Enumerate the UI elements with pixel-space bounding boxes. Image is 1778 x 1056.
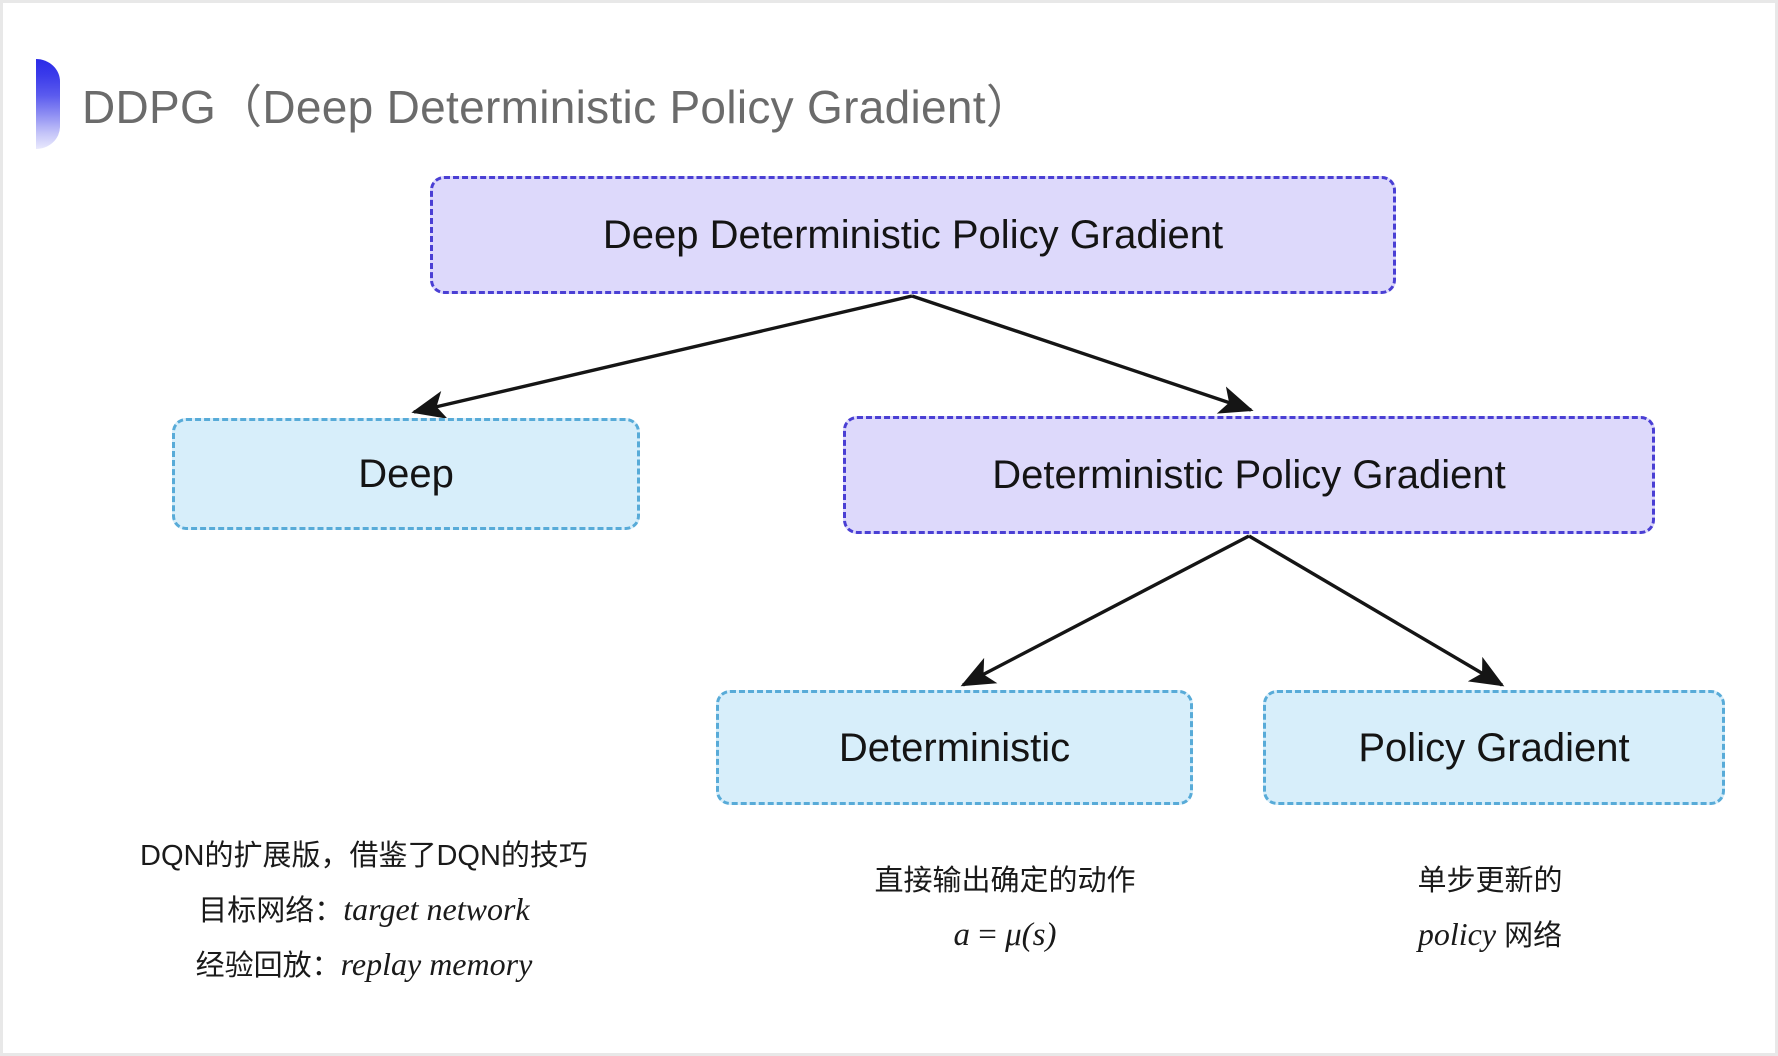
annotation-deterministic-line1: 直接输出确定的动作 bbox=[874, 865, 1136, 897]
annotation-deep-line2-label: 目标网络： bbox=[198, 894, 344, 927]
node-label: Policy Gradient bbox=[1358, 725, 1630, 770]
page-title-text: DDPG（Deep Deterministic Policy Gradient） bbox=[82, 81, 1033, 133]
node-label: Deterministic Policy Gradient bbox=[992, 453, 1506, 497]
edge-root-to-dpg bbox=[911, 294, 1254, 414]
annotation-deep-line3-term: replay memory bbox=[340, 945, 533, 982]
annotation-policy-gradient-tail: 网络 bbox=[1496, 919, 1563, 952]
edge-dpg-to-deterministic bbox=[960, 534, 1250, 687]
edge-root-to-deep bbox=[411, 294, 913, 419]
node-deep-deterministic-policy-gradient[interactable]: Deep Deterministic Policy Gradient bbox=[430, 176, 1396, 294]
node-deterministic[interactable]: Deterministic bbox=[716, 690, 1193, 805]
slide-border-left bbox=[0, 0, 3, 1056]
annotation-policy-gradient-term: policy bbox=[1417, 915, 1497, 952]
node-label: Deep bbox=[358, 452, 454, 496]
formula-lhs: a bbox=[953, 916, 970, 953]
annotation-policy-gradient: 单步更新的 policy 网络 bbox=[1395, 857, 1585, 962]
node-policy-gradient[interactable]: Policy Gradient bbox=[1263, 690, 1725, 805]
slide-border-bottom bbox=[0, 1053, 1778, 1056]
page-title: DDPG（Deep Deterministic Policy Gradient） bbox=[36, 58, 1032, 150]
node-label: Deep Deterministic Policy Gradient bbox=[602, 213, 1224, 257]
annotation-deep-line3: 经验回放：replay memory bbox=[140, 937, 588, 992]
edge-dpg-to-policy-gradient bbox=[1248, 534, 1505, 687]
slide-border-right bbox=[1775, 0, 1778, 1056]
annotation-deep-line2: 目标网络：target network bbox=[140, 882, 588, 937]
node-deep[interactable]: Deep bbox=[172, 418, 640, 530]
half-circle-gradient-icon bbox=[36, 59, 60, 149]
formula-operator: = bbox=[969, 916, 1006, 953]
annotation-deterministic: 直接输出确定的动作 a = μ(s) bbox=[840, 857, 1170, 964]
annotation-deterministic-formula: a = μ(s) bbox=[840, 907, 1170, 964]
annotation-deep-line2-term: target network bbox=[343, 890, 530, 927]
formula-rhs: μ(s) bbox=[1005, 916, 1057, 953]
annotation-policy-gradient-line1: 单步更新的 bbox=[1417, 865, 1563, 897]
slide-border-top bbox=[0, 0, 1778, 3]
node-deterministic-policy-gradient[interactable]: Deterministic Policy Gradient bbox=[843, 416, 1655, 534]
annotation-policy-gradient-line2: policy 网络 bbox=[1395, 907, 1585, 962]
annotation-deep-line3-label: 经验回放： bbox=[195, 949, 341, 982]
annotation-deep: DQN的扩展版，借鉴了DQN的技巧 目标网络：target network 经验… bbox=[140, 832, 588, 992]
node-label: Deterministic bbox=[838, 725, 1071, 770]
annotation-deep-line1: DQN的扩展版，借鉴了DQN的技巧 bbox=[140, 840, 588, 872]
